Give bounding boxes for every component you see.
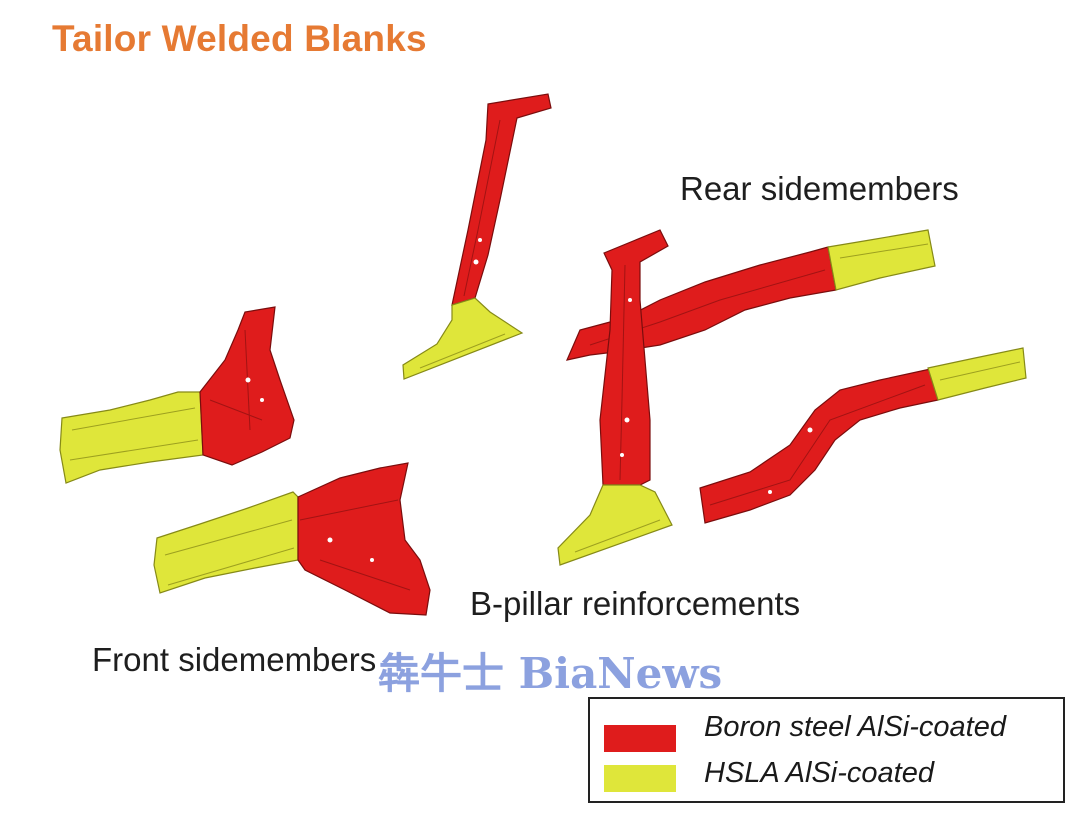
legend: Boron steel AlSi-coated HSLA AlSi-coated [588,697,1065,803]
legend-swatch-hsla [604,765,676,792]
page-title: Tailor Welded Blanks [52,18,427,59]
label-b-pillar-reinforcements: B-pillar reinforcements [470,585,801,622]
label-rear-sidemembers: Rear sidemembers [680,170,959,207]
label-front-sidemembers: Front sidemembers [92,641,377,678]
legend-label-hsla: HSLA AlSi-coated [704,757,934,789]
front-sidemember-upper-part [59,306,295,484]
legend-swatch-boron [604,725,676,752]
front-sidemember-lower-part [153,462,431,616]
legend-label-boron: Boron steel AlSi-coated [704,711,1006,743]
b-pillar-upper-part [402,93,552,380]
b-pillar-main-part [557,229,673,566]
rear-sidemember-lower-part [699,347,1027,524]
watermark: 犇牛士 BiaNews [378,649,723,698]
